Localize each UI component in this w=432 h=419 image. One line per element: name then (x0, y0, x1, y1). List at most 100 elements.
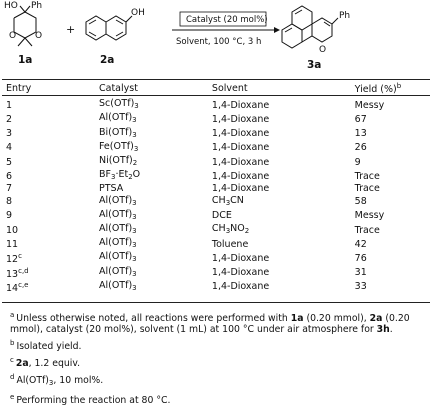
solvent-name: 1,4-Dioxane (211, 281, 270, 293)
catalyst-name: Bi(OTf) (98, 126, 133, 138)
cell-catalyst: Al(OTf)3 (99, 237, 212, 251)
solvent-subscript: 3 (225, 227, 231, 236)
footnote-text: Isolated yield. (16, 341, 82, 353)
reactant-2a-structure (85, 15, 133, 41)
cell-solvent: 1,4-Dioxane (212, 183, 355, 194)
reaction-scheme: HO Ph O O 1a + OH 2a Catalyst (20 mol%) … (4, 1, 350, 71)
cell-yield: Trace (354, 170, 380, 182)
catalyst-name: Sc(OTf) (98, 98, 135, 110)
atom-ph: Ph (339, 11, 350, 21)
catalyst-subscript: 3 (132, 255, 137, 264)
cell-catalyst: Al(OTf)3 (99, 209, 212, 223)
cell-yield: Messy (354, 99, 385, 111)
cell-solvent: 1,4-Dioxane (212, 141, 355, 155)
solvent-name: CN (230, 194, 244, 206)
cell-solvent: CH3CN (212, 195, 355, 209)
catalyst-subscript: 3 (132, 269, 137, 278)
atom-o: O (9, 31, 16, 41)
solvent-name: 1,4-Dioxane (211, 99, 270, 111)
cell-solvent: 1,4-Dioxane (212, 155, 355, 169)
cell-solvent: 1,4-Dioxane (212, 280, 355, 294)
catalyst-box (179, 11, 267, 27)
cell-catalyst: Al(OTf)3 (99, 195, 212, 209)
solvent-name: Toluene (211, 238, 249, 250)
catalyst-subscript: 3 (132, 212, 137, 221)
cell-yield: 26 (354, 142, 367, 154)
cell-yield: 9 (354, 156, 361, 168)
solvent-name: 1,4-Dioxane (211, 128, 270, 140)
catalyst-name: O (132, 169, 141, 181)
catalyst-name: ·Et (115, 169, 129, 181)
cell-entry: 10 (2, 223, 99, 237)
entry-number: 9 (6, 210, 13, 222)
atom-o: O (319, 45, 326, 55)
header-entry: Entry (6, 82, 32, 94)
catalyst-name: BF (98, 169, 111, 181)
footnote-text: Performing the reaction at 80 °C. (16, 395, 171, 407)
catalyst-name: Al(OTf) (98, 251, 133, 263)
cell-catalyst: BF3·Et2O (99, 169, 212, 183)
compound-ref: 2a (369, 313, 383, 324)
cell-yield: 58 (354, 196, 367, 208)
solvent-name: CH (211, 223, 226, 235)
cell-solvent: 1,4-Dioxane (212, 98, 355, 112)
entry-number: 6 (6, 170, 13, 182)
cell-yield: 42 (354, 238, 367, 250)
compound-ref: 2a (15, 358, 29, 370)
compound-ref: 3h (376, 324, 390, 336)
conditions-text: Solvent, 100 °C, 3 h (176, 37, 261, 47)
cell-catalyst: Sc(OTf)3 (99, 98, 212, 112)
entry-footnote-mark: c,e (18, 280, 29, 289)
catalyst-name: Al(OTf) (98, 208, 133, 220)
cell-catalyst: Al(OTf)3 (99, 280, 212, 294)
cell-solvent: 1,4-Dioxane (212, 266, 355, 280)
entry-footnote-mark: c,d (18, 266, 29, 275)
header-yield-footnote-mark: b (396, 82, 402, 90)
cell-solvent: 1,4-Dioxane (212, 127, 355, 141)
catalyst-subscript: 3 (132, 116, 137, 125)
cell-catalyst: Al(OTf)3 (99, 266, 212, 280)
entry-number: 3 (6, 128, 13, 140)
footnote-text: , 1.2 equiv. (28, 358, 81, 370)
footnote-mark: c (10, 356, 14, 365)
footnote-text: , 10 mol%. (53, 375, 104, 387)
cell-yield: 76 (354, 252, 367, 264)
atom-ph: Ph (31, 1, 42, 11)
entry-number: 12 (6, 254, 19, 266)
catalyst-subscript: 3 (132, 283, 137, 292)
cell-yield: Trace (354, 183, 380, 195)
header-yield: Yield (%)b (355, 79, 430, 98)
catalyst-subscript: 2 (128, 173, 133, 182)
catalyst-name: Al(OTf) (98, 279, 133, 291)
footnote-text: (0.20 mmol), catalyst (20 mol%), solvent… (10, 313, 410, 336)
catalyst-subscript: 3 (132, 198, 137, 207)
cell-entry: 1 (2, 98, 99, 112)
arrow-head (274, 27, 280, 33)
cell-yield: Trace (354, 224, 380, 236)
catalyst-name: Ni(OTf) (98, 155, 133, 167)
cell-catalyst: Al(OTf)3 (99, 251, 212, 265)
entry-number: 5 (6, 156, 13, 168)
footnote-mark: a (10, 311, 15, 319)
solvent-name: 1,4-Dioxane (211, 113, 270, 125)
solvent-name: 1,4-Dioxane (211, 170, 270, 182)
cell-solvent: 1,4-Dioxane (212, 169, 355, 183)
cell-yield: Messy (354, 210, 385, 222)
footnote-subscript: 3 (48, 379, 54, 388)
entry-number: 8 (6, 196, 13, 208)
cell-entry: 7 (2, 183, 99, 194)
cell-solvent: 1,4-Dioxane (212, 251, 355, 265)
